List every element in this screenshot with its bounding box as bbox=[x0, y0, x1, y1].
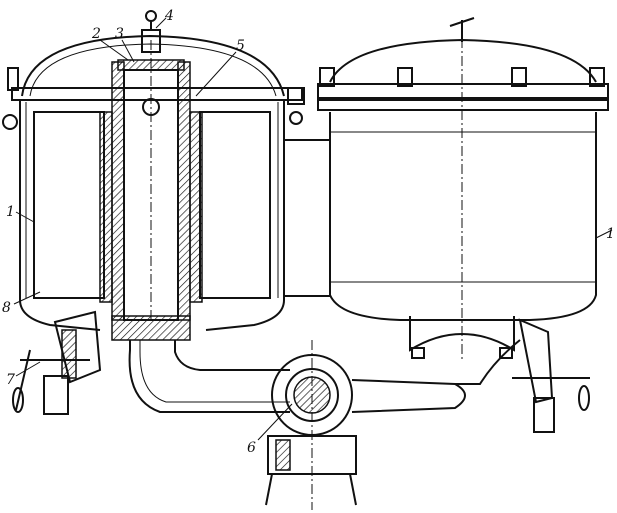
switch-valve bbox=[265, 340, 466, 510]
label-2: 2 bbox=[91, 26, 101, 42]
label-5: 5 bbox=[236, 38, 245, 54]
label-1-right: 1 bbox=[606, 226, 615, 242]
right-plate-stack bbox=[189, 111, 271, 303]
left-hinge bbox=[2, 114, 18, 130]
left-plate-stack bbox=[33, 111, 113, 303]
label-4: 4 bbox=[164, 8, 174, 24]
leader-lines bbox=[13, 17, 613, 441]
label-6: 6 bbox=[247, 440, 256, 456]
left-bolt-b bbox=[287, 87, 305, 105]
central-tube bbox=[111, 40, 191, 341]
right-body bbox=[329, 112, 597, 321]
top-vent-valve bbox=[141, 10, 161, 53]
outlet-pipe bbox=[128, 340, 290, 413]
left-flange bbox=[11, 87, 303, 101]
left-filter-section bbox=[2, 10, 305, 415]
drain-valve bbox=[12, 310, 102, 415]
right-lid bbox=[329, 38, 597, 83]
label-7: 7 bbox=[6, 372, 15, 388]
label-3: 3 bbox=[115, 26, 124, 42]
left-housing bbox=[19, 100, 285, 331]
left-bolt-a bbox=[7, 67, 19, 91]
left-lid bbox=[21, 34, 285, 97]
label-1-left: 1 bbox=[6, 204, 15, 220]
label-8: 8 bbox=[2, 300, 11, 316]
right-filter-view bbox=[284, 17, 609, 433]
